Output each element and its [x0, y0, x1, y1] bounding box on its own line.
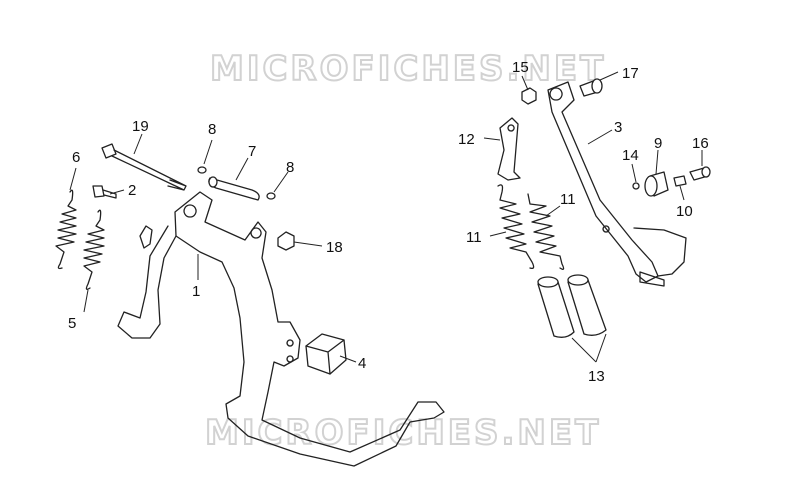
nut-15: [521, 87, 537, 105]
callout-15: 15: [512, 59, 529, 76]
callout-17: 17: [622, 65, 639, 82]
center-stand: [117, 191, 445, 467]
spring-right-b: [527, 193, 565, 270]
callout-8-left: 8: [208, 121, 216, 138]
watermark-top: MICROFICHES.NET: [210, 49, 606, 89]
spring-left-6: [55, 189, 77, 270]
nut: [277, 231, 295, 251]
callout-19: 19: [132, 118, 149, 135]
callout-3: 3: [614, 119, 622, 136]
side-stand: [547, 81, 687, 287]
long-bolt: [101, 143, 187, 191]
callout-16: 16: [692, 135, 709, 152]
callout-9: 9: [654, 135, 662, 152]
watermark-bottom: MICROFICHES.NET: [205, 413, 601, 453]
callout-11-right: 11: [560, 191, 576, 208]
callout-8-right: 8: [286, 159, 294, 176]
callout-13: 13: [588, 368, 605, 385]
callouts: 1 2 3 4 5 6 7 8 8 9 10 11 11 12 13 14 15…: [68, 59, 709, 385]
callout-14: 14: [622, 147, 639, 164]
callout-6: 6: [72, 149, 80, 166]
leader-lines: [69, 71, 703, 363]
callout-18: 18: [326, 239, 343, 256]
bump-stop: [644, 171, 669, 197]
callout-1: 1: [192, 283, 200, 300]
callout-2: 2: [128, 182, 136, 199]
callout-7: 7: [248, 143, 256, 160]
small-screw: [92, 185, 117, 199]
bolt-17: [579, 78, 603, 97]
bracket: [497, 117, 521, 181]
rubber-tubes: [537, 274, 607, 338]
spring-right-a: [497, 184, 535, 270]
washer-right: [266, 192, 276, 200]
washer-left: [197, 166, 207, 174]
callout-12: 12: [458, 131, 475, 148]
callout-11-left: 11: [466, 229, 482, 246]
callout-4: 4: [358, 355, 366, 372]
callout-5: 5: [68, 315, 76, 332]
screw-16: [689, 166, 711, 181]
spring-left-5: [83, 209, 105, 290]
screw-10: [673, 175, 687, 187]
washer-14: [632, 182, 640, 190]
callout-10: 10: [676, 203, 693, 220]
rubber-block: [305, 333, 347, 375]
pivot-pin: [208, 176, 260, 201]
